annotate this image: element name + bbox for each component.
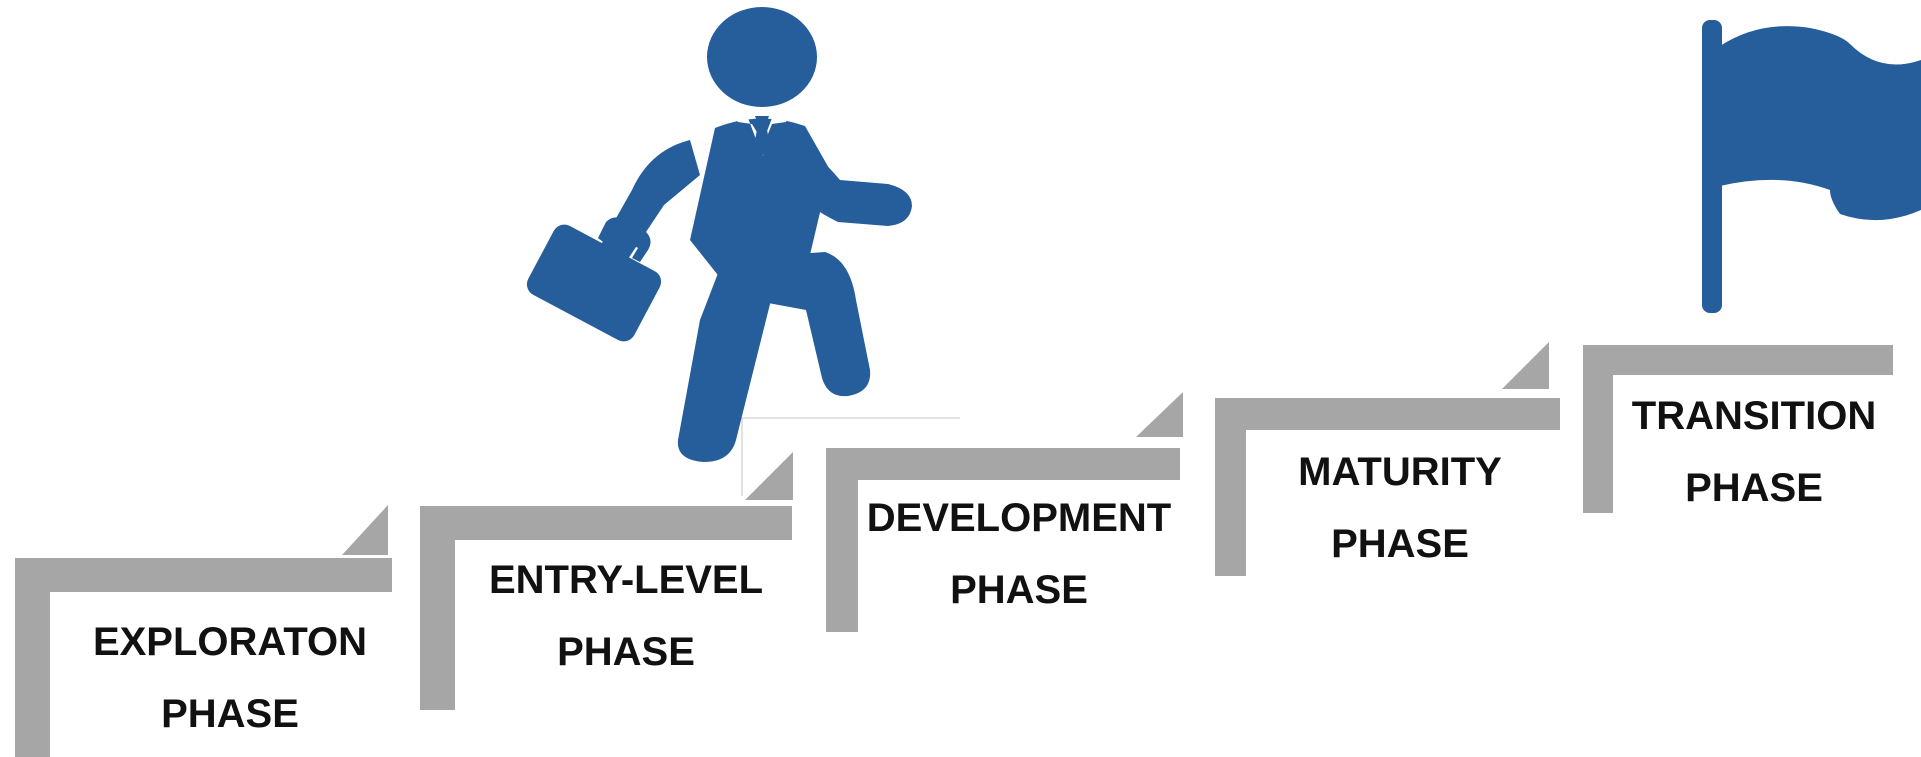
phase-title: DEVELOPMENT bbox=[866, 496, 1172, 540]
step-bracket bbox=[826, 448, 1180, 632]
phase-label-exploration: EXPLORATON PHASE bbox=[80, 622, 380, 734]
step-bracket bbox=[1583, 345, 1893, 513]
phase-title: EXPLORATON bbox=[92, 620, 368, 664]
phase-title: ENTRY-LEVEL bbox=[488, 558, 764, 602]
step-transition bbox=[1583, 345, 1893, 513]
phase-label-maturity: MATURITY PHASE bbox=[1252, 452, 1548, 564]
briefcase-handle bbox=[598, 217, 651, 262]
step-exploration bbox=[15, 505, 392, 757]
step-bracket bbox=[1215, 398, 1560, 576]
step-corner-triangle bbox=[1136, 392, 1183, 437]
phase-label-transition: TRANSITION PHASE bbox=[1616, 396, 1892, 508]
step-entry-level bbox=[420, 452, 793, 710]
head bbox=[707, 7, 817, 107]
step-bracket bbox=[15, 558, 392, 757]
tie-icon bbox=[754, 116, 770, 156]
businessman-climbing-icon bbox=[526, 7, 912, 462]
phase-subtitle: PHASE bbox=[161, 692, 299, 736]
step-corner-triangle bbox=[745, 452, 793, 500]
step-bracket bbox=[420, 506, 792, 710]
briefcase bbox=[526, 224, 662, 342]
phase-subtitle: PHASE bbox=[1685, 466, 1823, 510]
step-maturity bbox=[1215, 342, 1560, 576]
flag-cloth bbox=[1720, 26, 1921, 221]
step-corner-triangle bbox=[342, 505, 388, 555]
standing-leg bbox=[677, 268, 776, 462]
step-development bbox=[826, 392, 1183, 632]
phase-title: MATURITY bbox=[1298, 450, 1502, 494]
phase-label-development: DEVELOPMENT PHASE bbox=[864, 498, 1174, 610]
phase-title: TRANSITION bbox=[1631, 394, 1877, 438]
phase-subtitle: PHASE bbox=[950, 568, 1088, 612]
flag-pole bbox=[1702, 20, 1722, 313]
front-arm bbox=[780, 128, 912, 226]
phase-label-entry-level: ENTRY-LEVEL PHASE bbox=[476, 560, 776, 672]
step-outline bbox=[741, 417, 960, 496]
step-corner-triangle bbox=[1502, 342, 1549, 389]
phase-subtitle: PHASE bbox=[557, 630, 695, 674]
flag-icon bbox=[1702, 20, 1921, 313]
collar-detail bbox=[733, 112, 790, 156]
phase-subtitle: PHASE bbox=[1331, 522, 1469, 566]
